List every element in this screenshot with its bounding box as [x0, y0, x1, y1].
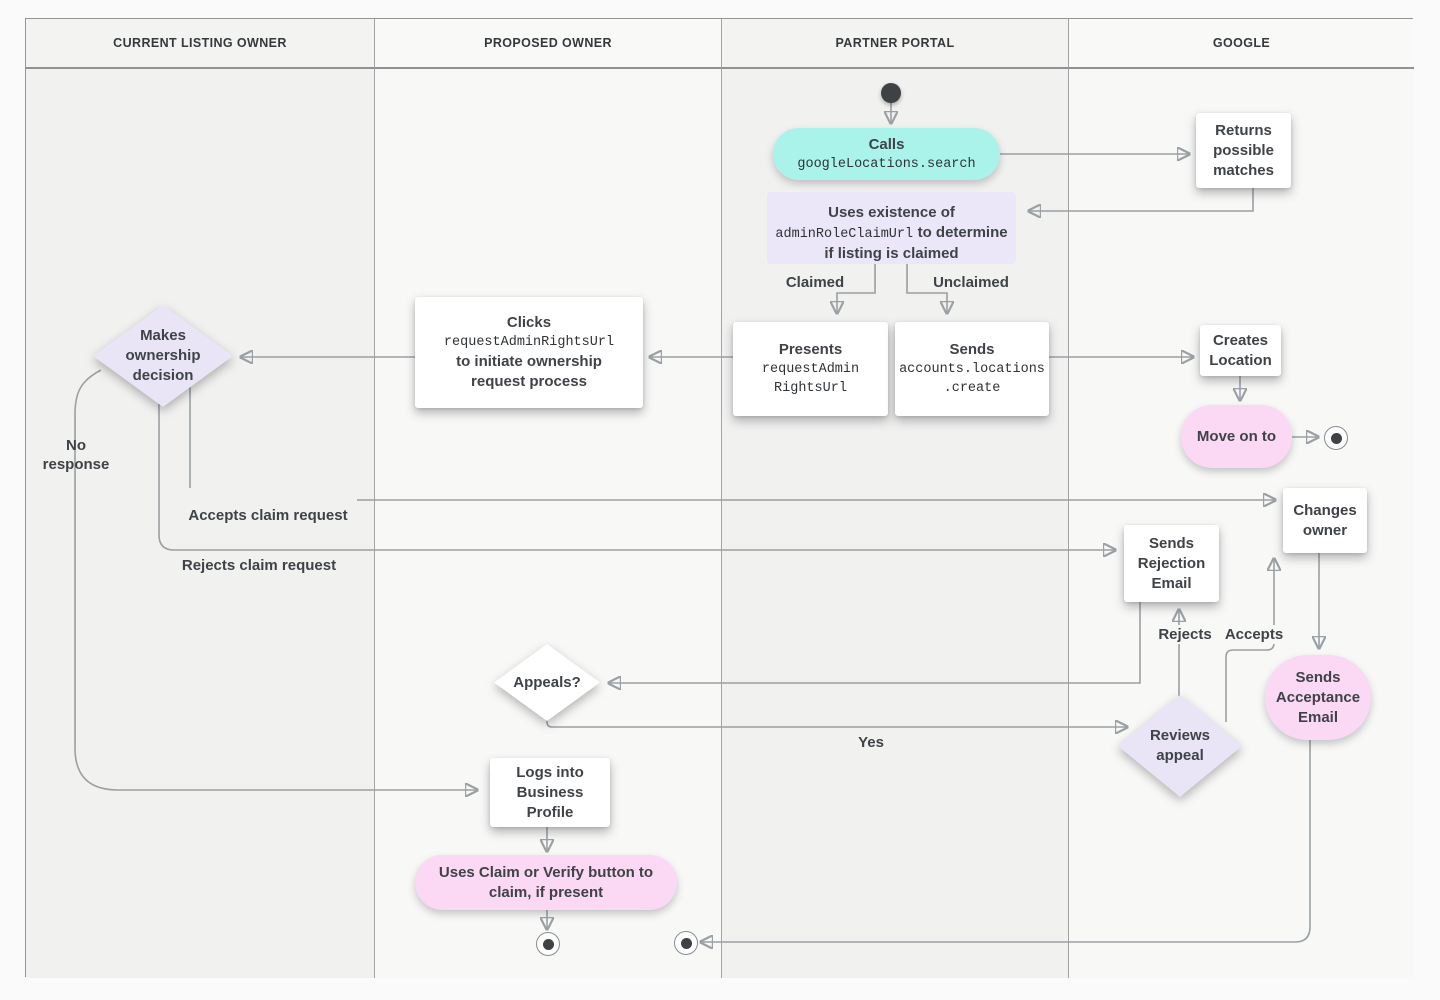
node-text: Uses existence of: [828, 204, 955, 221]
node-title: Clicks: [506, 314, 552, 331]
node-text: to determine if listing is claimed: [824, 224, 1008, 262]
end-ring: [674, 931, 698, 955]
edge-label-unclaimed: Unclaimed: [933, 274, 1009, 291]
node-move-on-to: Move on to: [1181, 405, 1292, 468]
node-label: Changes owner: [1293, 501, 1357, 539]
node-text: to initiate ownership request process: [456, 353, 602, 390]
node-sends-rejection-email: Sends Rejection Email: [1124, 525, 1219, 602]
node-title: Sends: [949, 341, 995, 358]
node-clicks-requestadminrightsurl: Clicks requestAdminRightsUrl to initiate…: [415, 297, 643, 408]
node-label: Returns possible matches: [1213, 121, 1274, 179]
lane-header-proposed-owner: PROPOSED OWNER: [374, 19, 721, 69]
edge-label-no-response: No response: [42, 437, 110, 473]
node-code: accounts.locations .create: [899, 362, 1045, 396]
node-label: Reviews appeal: [1149, 727, 1211, 764]
node-label: Sends Rejection Email: [1137, 534, 1206, 592]
node-label: Sends Acceptance Email: [1275, 668, 1361, 726]
node-label: Logs into Business Profile: [516, 763, 584, 821]
end-node-partner-portal: [674, 931, 698, 955]
edge-label-text: Accepts claim request: [188, 507, 348, 524]
edge-label-claimed: Claimed: [785, 274, 845, 291]
node-title: Calls: [868, 135, 905, 153]
lane-title: CURRENT LISTING OWNER: [113, 36, 287, 50]
diamond-shape: Reviews appeal: [1118, 695, 1242, 797]
decision-reviews-appeal: Reviews appeal: [1118, 695, 1242, 797]
node-title: Presents: [778, 341, 843, 358]
node-label: Makes ownership decision: [125, 327, 201, 384]
node-code: requestAdmin RightsUrl: [761, 362, 860, 396]
node-uses-claim-or-verify-button: Uses Claim or Verify button to claim, if…: [415, 855, 677, 910]
edge-label-accepts-claim-request: Accepts claim request: [179, 488, 357, 525]
node-label: Move on to: [1196, 427, 1277, 445]
node-presents-requestadminrightsurl: Presents requestAdmin RightsUrl: [733, 322, 888, 416]
end-ring: [536, 932, 560, 956]
node-code: googleLocations.search: [797, 156, 976, 172]
decision-makes-ownership-decision: Makes ownership decision: [93, 305, 233, 407]
start-node: [881, 83, 901, 103]
node-calls-googlelocations-search: Calls googleLocations.search: [773, 128, 1000, 180]
lane-header-partner-portal: PARTNER PORTAL: [721, 19, 1068, 69]
edge-label-rejects-claim-request: Rejects claim request: [181, 557, 337, 574]
lane-header-google: GOOGLE: [1068, 19, 1414, 69]
node-label: Appeals?: [513, 673, 581, 691]
node-returns-possible-matches: Returns possible matches: [1196, 113, 1291, 188]
node-sends-acceptance-email: Sends Acceptance Email: [1265, 655, 1371, 740]
node-label: Creates Location: [1209, 331, 1272, 369]
lane-title: PARTNER PORTAL: [835, 36, 955, 50]
diamond-shape: Appeals?: [494, 644, 600, 721]
lane-header-current-listing-owner: CURRENT LISTING OWNER: [26, 19, 374, 69]
edge-label-accepts: Accepts: [1219, 625, 1289, 644]
lane-body-proposed-owner: [374, 69, 721, 978]
end-dot: [680, 937, 692, 949]
node-label: Uses Claim or Verify button to claim, if…: [438, 863, 654, 901]
node-code: adminRoleClaimUrl: [775, 227, 914, 242]
node-changes-owner: Changes owner: [1283, 488, 1367, 553]
lane-title: PROPOSED OWNER: [484, 36, 612, 50]
end-ring: [1324, 426, 1348, 450]
end-dot: [542, 938, 554, 950]
end-node-google: [1324, 426, 1348, 450]
node-logs-into-business-profile: Logs into Business Profile: [490, 758, 610, 827]
lane-title: GOOGLE: [1212, 36, 1271, 50]
node-code: requestAdminRightsUrl: [443, 335, 615, 350]
node-uses-existence-adminroleclaimurl: Uses existence of adminRoleClaimUrl to d…: [767, 192, 1016, 264]
diamond-shape: Makes ownership decision: [93, 305, 233, 407]
edge-label-yes: Yes: [854, 733, 888, 752]
end-dot: [1330, 432, 1342, 444]
node-sends-accounts-locations-create: Sends accounts.locations .create: [895, 322, 1049, 416]
edge-label-rejects: Rejects: [1153, 625, 1217, 644]
decision-appeals: Appeals?: [494, 644, 600, 721]
end-node-proposed-owner: [536, 932, 560, 956]
node-creates-location: Creates Location: [1200, 325, 1281, 376]
start-dot: [881, 83, 901, 103]
